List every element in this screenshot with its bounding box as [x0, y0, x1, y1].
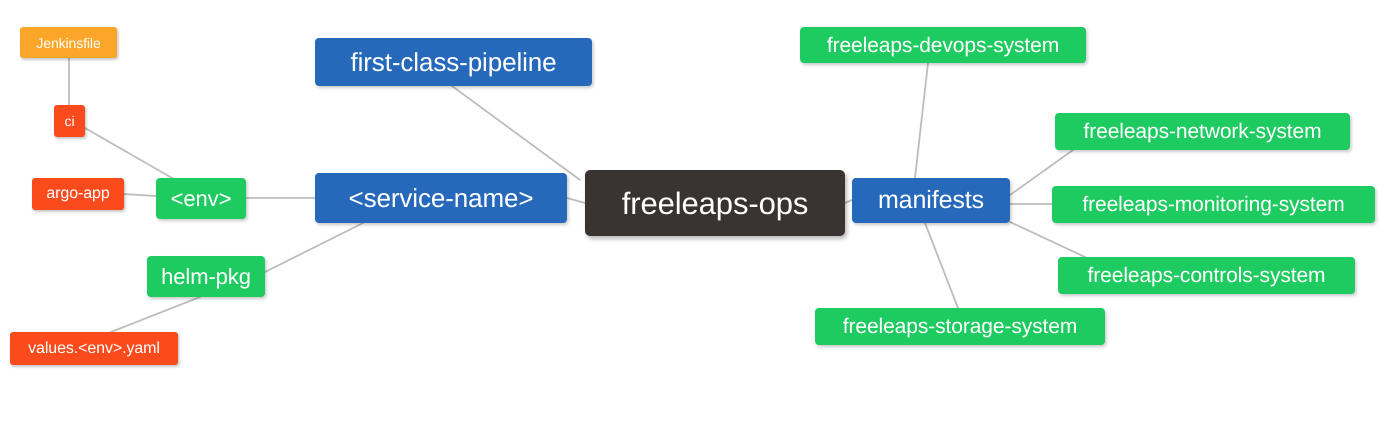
node-label: ci [64, 113, 75, 129]
node-label: freeleaps-ops [621, 185, 809, 221]
edge-helm-pkg-to-values-env-yaml [110, 296, 201, 333]
node-label: freeleaps-monitoring-system [1082, 193, 1345, 216]
mindmap-node-helm-pkg[interactable]: helm-pkg [147, 256, 265, 297]
mindmap-node-values-env-yaml[interactable]: values.<env>.yaml [10, 332, 178, 365]
mindmap-node-argo-app[interactable]: argo-app [32, 178, 124, 210]
edge-manifests-to-freeleaps-controls-system [1009, 221, 1086, 258]
edge-service-name-to-first-class-pipeline [451, 85, 581, 181]
node-label: values.<env>.yaml [28, 339, 160, 357]
mindmap-node-freeleaps-ops[interactable]: freeleaps-ops [585, 170, 845, 236]
node-label: <env> [170, 185, 232, 211]
mindmap-node-first-class-pipeline[interactable]: first-class-pipeline [315, 38, 592, 86]
node-label: freeleaps-storage-system [842, 315, 1078, 338]
mindmap-node-service-name[interactable]: <service-name> [315, 173, 567, 223]
mindmap-node-freeleaps-controls-system[interactable]: freeleaps-controls-system [1058, 257, 1355, 294]
node-label: first-class-pipeline [350, 47, 557, 77]
node-label: <service-name> [348, 183, 534, 213]
mindmap-node-freeleaps-network-system[interactable]: freeleaps-network-system [1055, 113, 1350, 150]
mindmap-node-env[interactable]: <env> [156, 178, 246, 219]
mindmap-node-freeleaps-storage-system[interactable]: freeleaps-storage-system [815, 308, 1105, 345]
node-label: freeleaps-network-system [1083, 120, 1322, 143]
edge-manifests-to-freeleaps-storage-system [924, 222, 959, 309]
node-label: helm-pkg [161, 263, 251, 289]
node-label: manifests [877, 186, 985, 214]
mindmap-node-freeleaps-monitoring-system[interactable]: freeleaps-monitoring-system [1052, 186, 1375, 223]
node-label: Jenkinsfile [36, 34, 101, 51]
node-label: argo-app [46, 185, 110, 202]
mindmap-node-ci[interactable]: ci [54, 105, 85, 137]
node-label: freeleaps-controls-system [1087, 264, 1326, 287]
mindmap-node-jenkinsfile[interactable]: Jenkinsfile [20, 27, 117, 58]
edge-service-name-to-helm-pkg [264, 222, 364, 273]
edge-freeleaps-ops-to-manifests [844, 199, 853, 204]
node-label: freeleaps-devops-system [826, 33, 1060, 57]
mindmap-node-freeleaps-devops-system[interactable]: freeleaps-devops-system [800, 27, 1086, 63]
edge-freeleaps-ops-to-service-name [566, 197, 586, 204]
mindmap-node-manifests[interactable]: manifests [852, 178, 1010, 223]
edge-manifests-to-freeleaps-devops-system [914, 62, 929, 179]
edge-env-to-argo-app [123, 193, 157, 197]
